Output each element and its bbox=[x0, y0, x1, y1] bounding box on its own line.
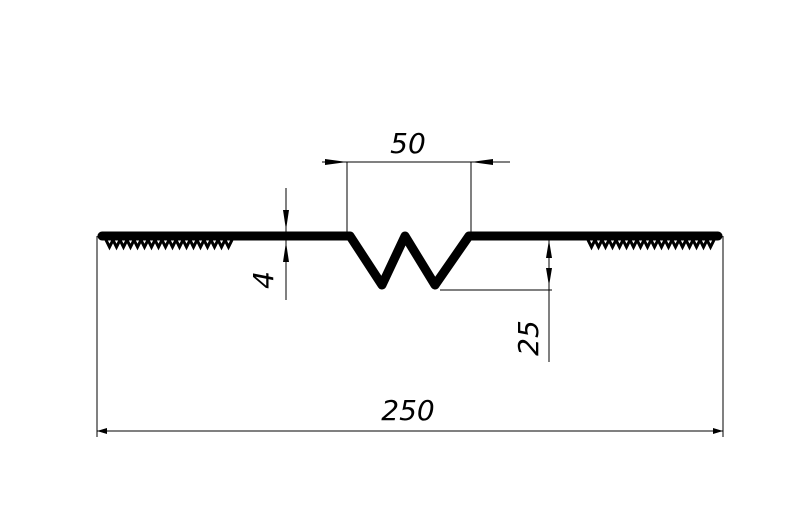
profile-outline bbox=[97, 231, 723, 290]
dimension-thickness: 4 bbox=[247, 271, 280, 289]
arrow-thickness-bottom bbox=[283, 242, 289, 262]
arrow-depth-top bbox=[546, 240, 552, 258]
serration-teeth bbox=[586, 236, 716, 251]
dimension-groove-depth: 25 bbox=[512, 320, 545, 356]
dimension-overall-width: 250 bbox=[381, 394, 434, 427]
arrow-groove-left bbox=[325, 159, 347, 165]
serration-right bbox=[586, 236, 716, 251]
arrow-thickness-top bbox=[283, 210, 289, 230]
dimension-groove-width: 50 bbox=[390, 127, 426, 160]
arrow-depth-bottom bbox=[546, 268, 552, 286]
serration-left bbox=[104, 236, 234, 251]
arrow-groove-right bbox=[471, 159, 493, 165]
serration-teeth bbox=[104, 236, 234, 251]
